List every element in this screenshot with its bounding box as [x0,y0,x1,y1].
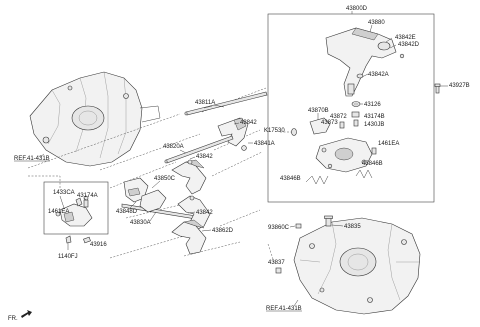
label-43842D: 43842D [398,42,420,48]
label-43126: 43126 [364,102,381,108]
label-43846B-a: 43846B [280,176,301,182]
front-arrow-icon [21,310,32,318]
spring-43846B [305,175,329,185]
label-93860C: 93860C [268,225,290,231]
label-43850C: 43850C [154,176,176,182]
label-43862D: 43862D [212,228,234,234]
label-1140FJ: 1140FJ [58,254,78,260]
label-43174B: 43174B [364,114,385,120]
label-1433CA: 1433CA [53,190,75,196]
label-43842-3: 43842 [196,210,213,216]
label-43842-1: 43842 [240,120,257,126]
label-43835: 43835 [344,224,361,230]
label-43842-2: 43842 [196,154,213,160]
shift-fork-lower [177,195,211,231]
lever-43870B [309,117,331,135]
bushing-43174B [351,111,360,118]
label-43927B: 43927B [449,83,470,89]
transmission-case-left [29,71,161,167]
seal-K17530 [291,128,297,136]
shift-fork-43862D [171,219,207,255]
pin-43916 [83,236,91,244]
shift-fork-43841A [217,117,249,151]
transmission-case-right [293,217,421,315]
detent-box [43,181,109,235]
shift-lug-43848D [123,177,167,213]
ref-label-top: REF.41-431B [14,156,50,162]
pin-43872 [339,121,345,129]
shift-rail-43820A [164,135,234,164]
label-43820A: 43820A [163,144,184,150]
ref-label-bottom: REF.41-431B [266,306,302,312]
label-43848D: 43848D [116,209,138,215]
label-43846B-b: 43846B [362,161,383,167]
label-1430JB: 1430JB [364,122,384,128]
label-43800D: 43800D [346,6,368,12]
control-assembly-box [267,13,435,203]
plug-43837 [275,267,282,274]
label-43872: 43872 [330,114,347,120]
shift-rail-43811A [184,91,268,116]
label-43880: 43880 [368,20,385,26]
label-43837: 43837 [268,260,285,266]
label-1461EA-right: 1461EA [378,141,399,147]
label-43841A: 43841A [254,141,275,147]
label-43870B: 43870B [308,108,329,114]
label-43830A: 43830A [130,220,151,226]
label-43811A: 43811A [195,100,215,106]
bolt-1461EA-right [371,147,377,155]
control-base-plate [315,137,373,173]
bolt-1140FJ [65,235,72,250]
front-direction-label: FR. [8,316,18,322]
washer-43126 [351,101,361,107]
control-lever-43880 [325,27,397,97]
label-43916: 43916 [90,242,107,248]
bolt-43835 [324,215,333,227]
shift-fork-43820 [171,159,207,195]
label-43873: 43873 [321,120,338,126]
label-43842A: 43842A [368,72,389,78]
label-43174A: 43174A [77,193,98,199]
assembly-guide-lines [27,87,292,263]
label-K17530: K17530 [264,128,285,134]
spring-43846B-b [355,169,373,179]
label-43842E: 43842E [395,35,416,41]
bolt-1430JB [353,119,359,127]
bolt-43927B [434,83,441,94]
clip-43842D [399,53,405,59]
bolt-93860C [295,223,302,229]
label-1461EA-left: 1461EA [48,209,69,215]
